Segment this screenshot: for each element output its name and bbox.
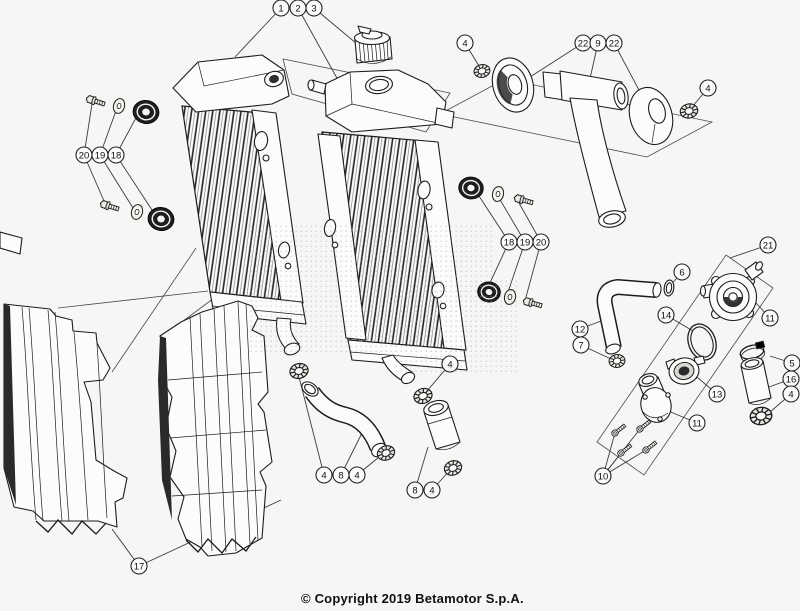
svg-text:8: 8 [412, 485, 417, 496]
svg-text:13: 13 [712, 389, 723, 400]
water-pump-cover [699, 261, 764, 322]
thermostat-cover [638, 373, 672, 423]
callout-19: 19 [91, 146, 109, 164]
radiator-cap [353, 25, 393, 64]
callout-4: 4 [348, 466, 366, 484]
outlet-sleeve-and-clamps [739, 340, 774, 428]
leader-line [298, 376, 325, 476]
callout-5: 5 [783, 354, 800, 372]
leader-line [476, 192, 510, 243]
callout-2: 2 [289, 0, 307, 17]
callout-8: 8 [332, 466, 350, 484]
svg-text:19: 19 [95, 150, 106, 161]
svg-text:6: 6 [679, 267, 684, 278]
thermostat [665, 355, 706, 385]
callout-16: 16 [782, 370, 800, 388]
callout-12: 12 [571, 320, 589, 338]
leader-line [525, 241, 542, 298]
svg-text:22: 22 [609, 38, 620, 49]
svg-text:4: 4 [705, 83, 710, 94]
callout-4: 4 [441, 355, 459, 373]
svg-text:14: 14 [661, 310, 672, 321]
svg-text:3: 3 [311, 3, 316, 14]
svg-text:2: 2 [295, 3, 300, 14]
leader-line [529, 42, 584, 78]
svg-text:12: 12 [575, 324, 586, 335]
callout-17: 17 [130, 557, 148, 575]
svg-text:11: 11 [692, 418, 702, 429]
svg-text:9: 9 [595, 38, 600, 49]
leader-line [115, 154, 155, 214]
callout-14: 14 [657, 306, 675, 324]
svg-text:1: 1 [278, 3, 283, 14]
thermostat-assembly [596, 261, 774, 458]
svg-text:17: 17 [134, 561, 145, 572]
leader-line [234, 7, 282, 58]
leader-line [99, 154, 134, 209]
svg-text:18: 18 [111, 150, 122, 161]
svg-text:16: 16 [786, 374, 797, 385]
svg-text:4: 4 [788, 389, 793, 400]
callout-4: 4 [782, 385, 800, 403]
callout-19: 19 [516, 233, 534, 251]
svg-text:19: 19 [520, 237, 531, 248]
callout-20: 20 [75, 146, 93, 164]
callout-18: 18 [107, 146, 125, 164]
leader-line [297, 7, 339, 81]
svg-text:4: 4 [462, 38, 467, 49]
callout-9: 9 [589, 34, 607, 52]
callout-3: 3 [305, 0, 323, 17]
callout-22: 22 [574, 34, 592, 52]
leader-line [83, 103, 93, 156]
callout-13: 13 [708, 385, 726, 403]
svg-text:4: 4 [429, 485, 434, 496]
svg-text:20: 20 [79, 150, 90, 161]
svg-text:10: 10 [598, 471, 609, 482]
callout-6: 6 [673, 263, 691, 281]
svg-text:7: 7 [578, 340, 583, 351]
svg-text:22: 22 [578, 38, 589, 49]
callout-20: 20 [532, 233, 550, 251]
svg-text:4: 4 [354, 470, 359, 481]
svg-text:4: 4 [447, 359, 452, 370]
callout-22: 22 [605, 34, 623, 52]
leader-line [313, 7, 358, 45]
svg-text:4: 4 [321, 470, 326, 481]
callout-21: 21 [759, 236, 777, 254]
callout-11: 11 [688, 414, 706, 432]
copyright-text: © Copyright 2019 Betamotor S.p.A. [301, 591, 524, 606]
callout-10: 10 [594, 467, 612, 485]
callout-4: 4 [699, 79, 717, 97]
svg-text:18: 18 [504, 237, 515, 248]
leader-line [613, 42, 641, 93]
svg-text:5: 5 [789, 358, 794, 369]
left-louver-guard [3, 303, 128, 535]
svg-text:8: 8 [338, 470, 343, 481]
right-louver-guard [158, 300, 273, 557]
callout-18: 18 [500, 233, 518, 251]
halftone-watermark [250, 222, 520, 373]
lower-hoses [287, 361, 465, 479]
callout-8: 8 [406, 481, 424, 499]
callout-11: 11 [761, 309, 779, 327]
leader-lines [83, 7, 793, 567]
svg-text:11: 11 [765, 313, 775, 324]
short-hose [423, 399, 461, 451]
callout-1: 1 [272, 0, 290, 17]
callout-4: 4 [423, 481, 441, 499]
callout-4: 4 [456, 34, 474, 52]
svg-text:21: 21 [763, 240, 774, 251]
t-pipe-assembly [472, 57, 700, 228]
callout-4: 4 [315, 466, 333, 484]
svg-text:20: 20 [536, 237, 547, 248]
callout-7: 7 [572, 336, 590, 354]
